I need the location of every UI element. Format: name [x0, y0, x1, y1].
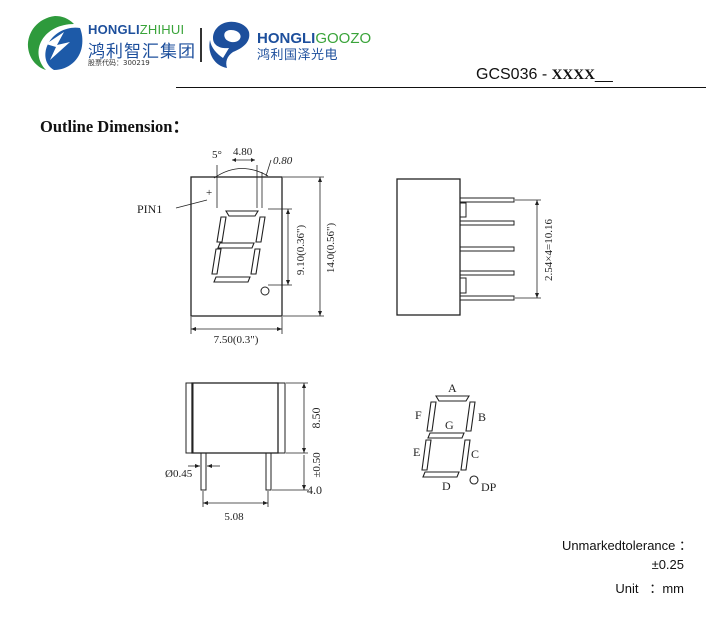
logo-separator: [200, 28, 202, 62]
front-dim-total-height: 14.0(0.56"): [325, 223, 337, 274]
front-view: 5° 4.80 0.80 + PIN1 9.10(0.36") 14.0(0.5…: [137, 146, 337, 346]
segment-label-dp: DP: [481, 480, 497, 494]
bottom-dim-row: 5.08: [224, 511, 244, 523]
logo1-stock-code: 股票代码：300219: [88, 59, 150, 67]
segment-b: [465, 401, 476, 432]
side-dim-pitch: 2.54×4=10.16: [543, 219, 555, 281]
hongli-goozo-logo-icon: [209, 21, 250, 69]
front-dim-top: 4.80: [233, 146, 253, 158]
header-rule: [176, 87, 706, 88]
bottom-view: 8.50 ±0.50 4.0 Ø0.45 5.08: [165, 382, 323, 523]
bottom-dim-pin-diameter: Ø0.45: [165, 468, 193, 480]
segment-dp: [469, 475, 479, 485]
logo2-brand-name: HONGLIGOOZO: [257, 30, 372, 47]
segment-label-d: D: [442, 479, 451, 493]
front-dim-digit-height: 9.10(0.36"): [295, 225, 307, 276]
segment-diagram: A F B G E C D DP: [413, 381, 497, 494]
segment-d: [422, 471, 460, 478]
segment-f: [426, 401, 437, 432]
front-dim-width: 7.50(0.3"): [214, 334, 259, 346]
logo2-brand-cn: 鸿利国泽光电: [257, 48, 339, 63]
bottom-dim-standoff: ±0.50: [311, 452, 323, 478]
front-dim-angle: 5°: [212, 149, 222, 161]
front-pin-label: PIN1: [137, 202, 162, 216]
segment-c: [460, 439, 471, 471]
front-pin-mark: +: [206, 187, 212, 199]
segment-label-f: F: [415, 408, 422, 422]
side-pins: [459, 197, 515, 301]
tolerance-unit: Unit ：mm: [615, 581, 684, 596]
bottom-dim-height: 8.50: [309, 408, 323, 429]
segment-label-e: E: [413, 445, 420, 459]
segment-label-b: B: [478, 410, 486, 424]
segment-e: [421, 439, 432, 471]
segment-g: [427, 432, 465, 439]
front-dp-circle: [260, 286, 270, 296]
tolerance-label: Unmarkedtolerance ：: [561, 538, 692, 553]
document-number: GCS036 - XXXX__: [476, 66, 613, 83]
tolerance-value: ±0.25: [651, 557, 684, 572]
section-title: Outline Dimension：: [40, 117, 189, 136]
segment-label-g: G: [445, 418, 454, 432]
front-digit-segments: [211, 210, 266, 283]
hongli-zhihui-logo-icon: [27, 16, 83, 70]
segment-label-c: C: [471, 447, 479, 461]
logo1-brand-name: HONGLIZHIHUI: [88, 22, 185, 37]
bottom-dim-lead: 4.0: [307, 483, 322, 497]
segment-a: [435, 395, 470, 402]
side-view: 2.54×4=10.16: [396, 178, 555, 316]
logo1-brand-cn: 鸿利智汇集团: [88, 42, 196, 62]
segment-label-a: A: [448, 381, 457, 395]
front-dim-pin: 0.80: [273, 155, 293, 167]
